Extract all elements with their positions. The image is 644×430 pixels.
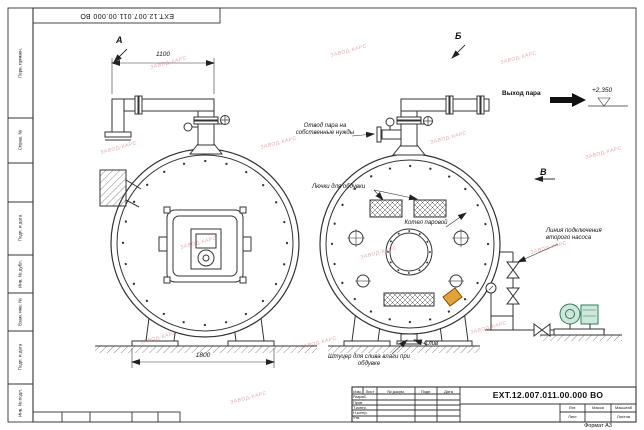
tb-meta-masshtab: Масштаб: [614, 405, 633, 410]
tb-col-podp: Подп.: [420, 388, 432, 394]
bottom-hatch: [383, 292, 435, 307]
pump-casing: [580, 304, 599, 325]
tb-col-list: Лист: [365, 388, 375, 394]
callout-drain: Слив: [424, 341, 439, 347]
steam-direction-arrow: [550, 93, 586, 107]
bolt-ring: [330, 164, 490, 324]
steam-outlet-pipe: [400, 98, 490, 112]
top-stamp-code: ЕХТ.12.007.011.00.000 ВО: [79, 12, 175, 19]
clamp-fitting: [442, 287, 463, 307]
callout-boiler: Котел паровой: [404, 220, 448, 226]
tb-meta-lit: Лит.: [568, 405, 577, 410]
pipe-flange: [104, 131, 132, 138]
pump-motor: [559, 303, 581, 325]
left-boiler-view: [99, 95, 300, 347]
elevation-value: +2,350: [592, 87, 613, 94]
drawing-frame: [7, 7, 637, 423]
steam-pipe: [111, 98, 215, 112]
valve: [533, 323, 551, 337]
tb-meta-massa: Масса: [592, 405, 604, 410]
dimension-1800: 1800: [195, 352, 211, 359]
callout-second-pump: Линия подключения второго насоса: [546, 228, 602, 241]
title-block: [351, 386, 637, 423]
tb-role: Пров.: [353, 400, 364, 405]
tb-role: Н.контр.: [353, 411, 368, 415]
tb-col-izm: Изм.: [353, 388, 362, 394]
tb-sheet-label: Лист: [568, 414, 577, 419]
margin-label: Инв. № дубл.: [17, 260, 23, 288]
callout-blowdown-drain: Штуцер для слива влаги при обдувке: [327, 354, 411, 367]
pump-base: [553, 328, 605, 336]
tb-role: Т.контр.: [353, 405, 367, 410]
side-bracket: [99, 169, 127, 207]
title-block-code: ЕХТ.12.007.011.00.000 ВО: [492, 390, 604, 400]
margin-label: Подп. и дата: [17, 214, 23, 242]
view-label-v: В: [540, 167, 547, 177]
view-label-a: А: [116, 35, 123, 45]
pump-assembly: [485, 251, 605, 337]
pressure-gauge: [183, 122, 193, 132]
stack-pipe: [197, 110, 215, 146]
margin-label: Подп. и дата: [17, 343, 23, 371]
tb-role: Утв.: [353, 416, 361, 421]
margin-label: Инв. № подл.: [17, 388, 23, 418]
pressure-gauge: [385, 117, 395, 127]
own-needs-branch: [381, 129, 402, 140]
blowdown-hatch: [413, 199, 447, 218]
valve: [506, 261, 520, 279]
blowdown-hatch: [369, 199, 403, 218]
margin-label: Справ. №: [17, 129, 23, 151]
format-label: Формат А3: [584, 423, 612, 429]
bolt-ring: [121, 159, 289, 327]
elevation-mark: [597, 97, 611, 107]
manhole: [385, 228, 433, 276]
callout-steam-out: Выход пара: [502, 90, 541, 97]
tb-role: Разраб.: [353, 395, 367, 399]
callout-own-needs: Отвод пара на собственные нужды: [295, 123, 355, 136]
view-label-b: Б: [455, 31, 462, 41]
valve: [506, 287, 520, 305]
stack-pipe: [400, 110, 418, 147]
tb-col-dokum: № докум.: [387, 388, 405, 394]
callout-hatches: Лючки для обдувки: [312, 184, 366, 190]
dimension-1100: 1100: [156, 51, 170, 58]
right-boiler-view: [319, 95, 501, 347]
margin-label: Перв. примен.: [17, 48, 23, 78]
tb-sheets-label: Листов: [617, 414, 630, 419]
tb-col-data: Дата: [444, 388, 453, 394]
dimension-annotations: [111, 44, 628, 368]
margin-label: Взам. инв. №: [17, 298, 23, 326]
